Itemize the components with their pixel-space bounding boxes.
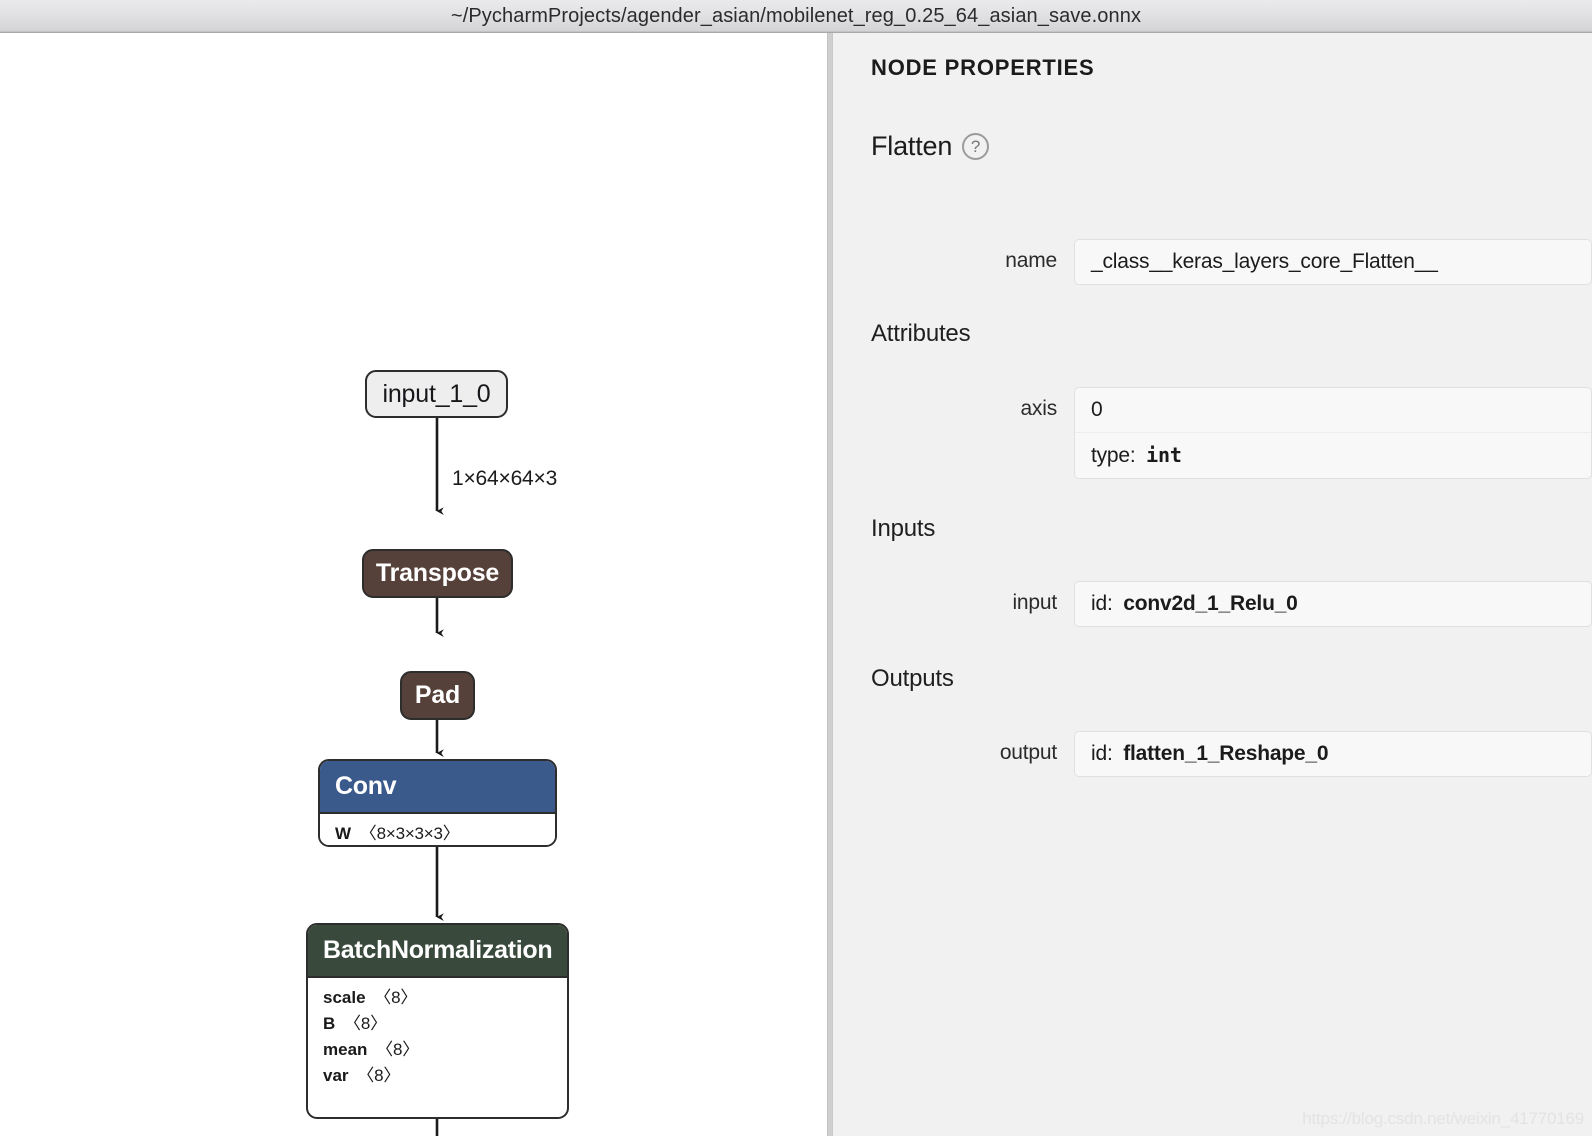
attribute-key: scale bbox=[323, 988, 366, 1007]
window-body: input_1_0 1×64×64×3 Transpose Pad Conv bbox=[0, 33, 1592, 1136]
output-field-value: id: flatten_1_Reshape_0 bbox=[1075, 732, 1591, 776]
help-icon[interactable]: ? bbox=[962, 133, 990, 160]
graph-node-attribute-row: B 〈8〉 bbox=[323, 1011, 567, 1037]
property-label: output bbox=[999, 741, 1057, 764]
graph-node-attribute-row: var 〈8〉 bbox=[323, 1063, 567, 1089]
output-id-prefix: id: bbox=[1091, 742, 1113, 765]
graph-node-header: BatchNormalization bbox=[308, 925, 567, 976]
axis-type-prefix: type: bbox=[1091, 444, 1136, 467]
property-label: axis bbox=[1020, 397, 1057, 420]
output-id-value: flatten_1_Reshape_0 bbox=[1123, 742, 1329, 765]
attribute-key: B bbox=[323, 1014, 336, 1033]
attribute-key: mean bbox=[323, 1040, 368, 1059]
panel-splitter[interactable] bbox=[827, 33, 833, 1136]
property-row-output: output id: flatten_1_Reshape_0 bbox=[871, 731, 1592, 777]
graph-node-label: input_1_0 bbox=[382, 379, 491, 408]
graph-node-header: Conv bbox=[320, 761, 555, 812]
window-title: ~/PycharmProjects/agender_asian/mobilene… bbox=[450, 4, 1142, 27]
graph-node-conv[interactable]: Conv W 〈8×3×3×3〉 bbox=[318, 759, 557, 847]
input-field-value: id: conv2d_1_Relu_0 bbox=[1075, 582, 1591, 626]
model-graph: input_1_0 1×64×64×3 Transpose Pad Conv bbox=[0, 33, 827, 1136]
node-properties-panel: NODE PROPERTIES Flatten ? name _class__k… bbox=[833, 33, 1592, 1136]
axis-type-value: int bbox=[1146, 443, 1182, 467]
attribute-value: 〈8×3×3×3〉 bbox=[359, 824, 460, 843]
axis-field-value: 0 bbox=[1091, 398, 1103, 421]
name-field-value: _class__keras_layers_core_Flatten__ bbox=[1091, 250, 1438, 273]
graph-node-attributes: W 〈8×3×3×3〉 bbox=[320, 812, 555, 845]
section-heading-outputs: Outputs bbox=[871, 665, 954, 692]
panel-title: NODE PROPERTIES bbox=[871, 55, 1095, 80]
axis-field-type: type: int bbox=[1075, 432, 1591, 478]
node-type-name: Flatten bbox=[871, 131, 953, 161]
watermark: https://blog.csdn.net/weixin_41770169 bbox=[1302, 1109, 1584, 1128]
property-label: name bbox=[1005, 249, 1057, 272]
axis-field[interactable]: 0 type: int bbox=[1074, 387, 1592, 479]
attribute-key: W bbox=[335, 824, 352, 843]
section-heading-inputs: Inputs bbox=[871, 515, 936, 542]
graph-node-transpose[interactable]: Transpose bbox=[362, 549, 513, 598]
output-field[interactable]: id: flatten_1_Reshape_0 bbox=[1074, 731, 1592, 777]
input-id-prefix: id: bbox=[1091, 592, 1113, 615]
name-field[interactable]: _class__keras_layers_core_Flatten__ bbox=[1074, 239, 1592, 285]
graph-node-input-1-0[interactable]: input_1_0 bbox=[365, 370, 508, 418]
section-heading-attributes: Attributes bbox=[871, 320, 971, 347]
property-label: input bbox=[1012, 591, 1057, 614]
input-id-value: conv2d_1_Relu_0 bbox=[1123, 592, 1298, 615]
graph-node-label: Conv bbox=[335, 772, 397, 800]
attribute-value: 〈8〉 bbox=[374, 988, 418, 1007]
attribute-value: 〈8〉 bbox=[344, 1014, 387, 1033]
graph-node-attribute-row: W 〈8×3×3×3〉 bbox=[335, 821, 555, 845]
graph-node-attributes: scale 〈8〉 B 〈8〉 mean 〈8〉 var bbox=[308, 976, 567, 1095]
graph-edge-label-input-shape: 1×64×64×3 bbox=[452, 467, 558, 490]
input-field[interactable]: id: conv2d_1_Relu_0 bbox=[1074, 581, 1592, 627]
property-row-input: input id: conv2d_1_Relu_0 bbox=[871, 581, 1592, 627]
graph-node-attribute-row: scale 〈8〉 bbox=[323, 985, 567, 1011]
window-titlebar: ~/PycharmProjects/agender_asian/mobilene… bbox=[0, 0, 1592, 33]
node-type-row: Flatten ? bbox=[871, 131, 990, 162]
graph-node-pad[interactable]: Pad bbox=[400, 671, 475, 720]
graph-node-label: Pad bbox=[414, 681, 461, 709]
graph-node-label: BatchNormalization bbox=[323, 936, 553, 964]
attribute-value: 〈8〉 bbox=[376, 1040, 420, 1059]
graph-node-batchnormalization[interactable]: BatchNormalization scale 〈8〉 B 〈8〉 mean bbox=[306, 923, 569, 1119]
property-row-name: name _class__keras_layers_core_Flatten__ bbox=[871, 239, 1592, 285]
graph-canvas[interactable]: input_1_0 1×64×64×3 Transpose Pad Conv bbox=[0, 33, 827, 1136]
graph-node-label: Transpose bbox=[375, 559, 500, 587]
property-row-axis: axis 0 type: int bbox=[871, 387, 1592, 479]
graph-node-attribute-row: mean 〈8〉 bbox=[323, 1037, 567, 1063]
attribute-value: 〈8〉 bbox=[357, 1066, 401, 1085]
attribute-key: var bbox=[323, 1066, 349, 1085]
